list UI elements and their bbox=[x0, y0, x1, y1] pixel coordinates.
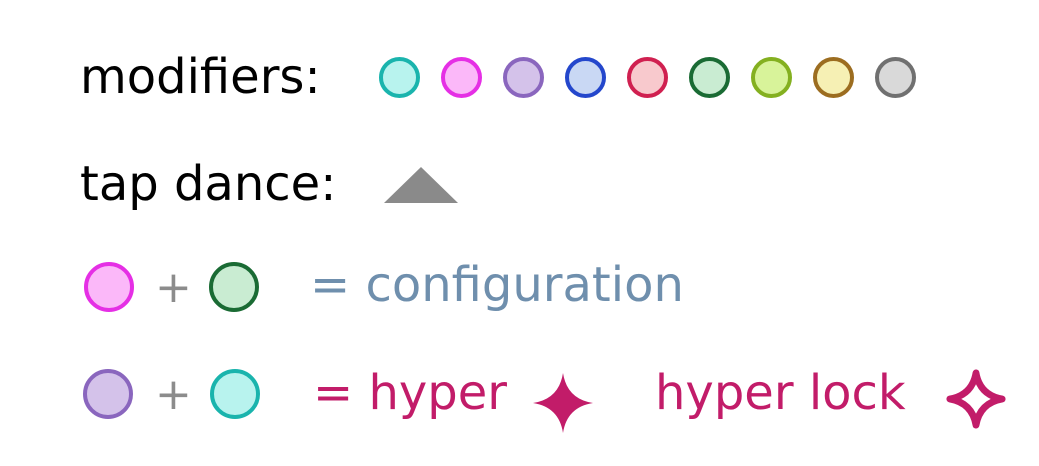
modifier-swatch bbox=[565, 57, 606, 98]
four-point-star-solid-icon bbox=[533, 373, 593, 433]
config-right-swatch bbox=[209, 262, 259, 312]
modifier-swatch bbox=[441, 57, 482, 98]
hyper-plus: + bbox=[155, 369, 192, 420]
modifier-swatch bbox=[875, 57, 916, 98]
modifier-swatch bbox=[503, 57, 544, 98]
hyper-left-swatch bbox=[83, 369, 133, 419]
modifier-swatch bbox=[379, 57, 420, 98]
modifier-swatch bbox=[813, 57, 854, 98]
hyper-right-swatch bbox=[210, 369, 260, 419]
hyper-label: = hyper bbox=[313, 365, 508, 421]
config-plus: + bbox=[155, 262, 192, 313]
config-left-swatch bbox=[84, 262, 134, 312]
tap-dance-label: tap dance: bbox=[80, 156, 337, 212]
modifier-swatch bbox=[751, 57, 792, 98]
configuration-label: = configuration bbox=[310, 257, 684, 313]
modifier-swatch bbox=[627, 57, 668, 98]
four-point-star-outline-icon bbox=[946, 369, 1006, 429]
modifier-swatch bbox=[689, 57, 730, 98]
tap-dance-triangle-icon bbox=[384, 167, 458, 203]
hyper-lock-label: hyper lock bbox=[655, 365, 906, 421]
modifiers-label: modifiers: bbox=[80, 49, 321, 105]
